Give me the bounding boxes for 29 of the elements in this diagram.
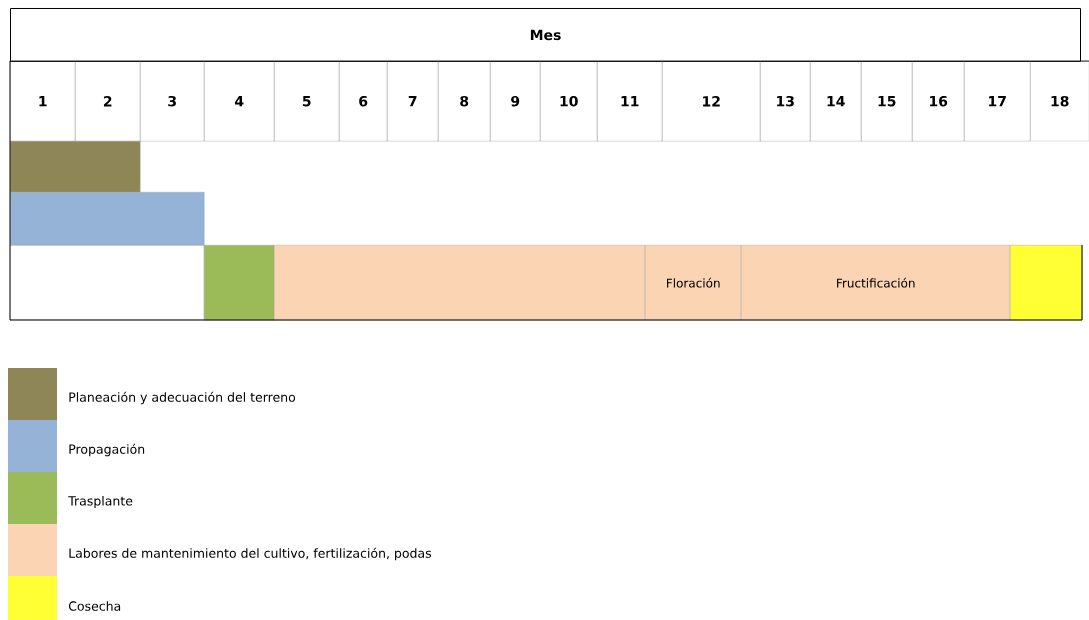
month-cell: 5 — [274, 61, 340, 142]
month-cell: 17 — [964, 61, 1031, 142]
month-cell: 2 — [75, 61, 141, 142]
month-cell: 14 — [810, 61, 862, 142]
month-cell: 3 — [140, 61, 205, 142]
month-cell: 9 — [490, 61, 541, 142]
legend-label: Planeación y adecuación del terreno — [69, 391, 296, 405]
month-cell: 13 — [760, 61, 811, 142]
month-cell: 10 — [540, 61, 598, 142]
month-cell: 11 — [597, 61, 663, 142]
activity-bar — [10, 141, 141, 193]
month-cell: 8 — [438, 61, 491, 142]
legend-label: Trasplante — [68, 495, 133, 509]
activity-bar: Floración — [645, 245, 742, 321]
month-cell: 16 — [912, 61, 965, 142]
header-cell: Mes — [10, 8, 1081, 62]
month-cell: 6 — [339, 61, 388, 142]
activity-bar — [204, 245, 275, 321]
month-cell: 4 — [204, 61, 275, 142]
month-cell: 18 — [1030, 61, 1089, 142]
month-cell: 1 — [10, 61, 76, 142]
month-cell: 15 — [861, 61, 913, 142]
month-cell: 7 — [387, 61, 439, 142]
activity-bar — [10, 192, 205, 246]
month-cell: 12 — [662, 61, 761, 142]
legend-label: Propagación — [69, 443, 145, 457]
legend-label: Labores de mantenimiento del cultivo, fertilización, podas — [69, 547, 432, 561]
activity-bar — [1010, 245, 1083, 321]
legend-label: Cosecha — [68, 601, 121, 611]
